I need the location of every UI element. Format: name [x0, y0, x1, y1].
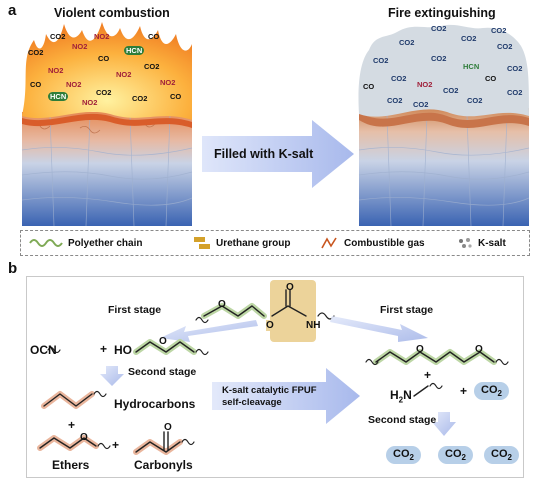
gas-label: NO2 — [66, 80, 82, 89]
gas-label: CO2 — [387, 96, 403, 105]
co2-product: CO2 — [484, 446, 519, 465]
gas-label: CO — [485, 74, 497, 83]
panel-b-frame — [26, 276, 524, 478]
gas-label: CO2 — [431, 24, 447, 33]
gas-label: CO2 — [497, 42, 513, 51]
co2-product: CO2 — [474, 382, 509, 401]
legend-label: Urethane group — [216, 237, 291, 249]
gas-label: NO2 — [160, 78, 176, 87]
gas-label: CO2 — [443, 86, 459, 95]
gas-label: CO2 — [373, 56, 389, 65]
left-gas-cloud: CO2 NO2 HCN CO NO2 CO2 NO2 CO NO2 HCN CO… — [20, 24, 195, 107]
right-second-stage: Second stage — [368, 414, 437, 426]
urethane-nh: NH — [306, 320, 321, 331]
plus-sign: + — [100, 342, 108, 356]
urethane-block-icon — [194, 237, 210, 249]
left-first-stage: First stage — [108, 304, 162, 316]
filled-with-ksalt-arrow — [202, 120, 354, 188]
ether-oxygen-left: O — [159, 336, 167, 347]
gas-label: NO2 — [116, 70, 132, 79]
gas-label: CO — [170, 92, 182, 101]
gas-label: HCN — [48, 92, 69, 101]
center-arrow-text: K-salt catalytic FPUF self-cleavage — [222, 385, 317, 408]
left-second-stage: Second stage — [128, 366, 197, 378]
legend-item-combustible-gas: Combustible gas — [321, 231, 425, 255]
ethers-oxygen: O — [80, 432, 88, 443]
urethane-ester-oxygen: O — [266, 320, 274, 331]
gas-label: CO2 — [461, 34, 477, 43]
gas-label: CO2 — [507, 88, 523, 97]
violent-combustion-illustration — [21, 22, 193, 227]
gas-label: CO — [98, 54, 110, 63]
gas-label: CO2 — [467, 96, 483, 105]
ether-oxygen-right-2: O — [475, 344, 483, 355]
gas-label: NO2 — [417, 80, 433, 89]
panel-a-label: a — [8, 2, 17, 19]
gas-label: NO2 — [82, 98, 98, 107]
gas-label: HCN — [124, 46, 145, 55]
gas-label: NO2 — [72, 42, 88, 51]
plus-sign: + — [68, 418, 76, 432]
violent-combustion-title: Violent combustion — [54, 6, 170, 20]
urethane-carbonyl-oxygen: O — [286, 282, 294, 293]
legend: Polyether chain Urethane group Combustib… — [20, 230, 530, 256]
legend-label: K-salt — [478, 237, 506, 249]
hydrocarbons-label: Hydrocarbons — [114, 397, 196, 411]
legend-item-urethane: Urethane group — [193, 231, 290, 255]
gas-label: NO2 — [94, 32, 110, 41]
gas-label: CO2 — [28, 48, 44, 57]
gas-label: CO2 — [399, 38, 415, 47]
gas-label: CO2 — [50, 32, 66, 41]
ocn-label: OCN — [30, 343, 57, 357]
legend-label: Combustible gas — [344, 237, 425, 249]
fire-extinguishing-title: Fire extinguishing — [388, 6, 496, 20]
panel-b-label: b — [8, 260, 18, 277]
k-salt-dots-icon — [459, 238, 472, 248]
gas-label: CO2 — [507, 64, 523, 73]
combustible-gas-icon — [321, 237, 337, 249]
co2-product: CO2 — [386, 446, 421, 465]
gas-label: CO2 — [491, 26, 507, 35]
amine-label: H2N — [390, 388, 412, 405]
right-gas-cloud: CO2 CO2 CO2 CO2 CO2 CO CO2 NO2 HCN CO2 C… — [357, 24, 532, 109]
gas-label: CO2 — [96, 88, 112, 97]
ether-oxygen-right: O — [416, 344, 424, 355]
legend-item-polyether: Polyether chain — [29, 231, 142, 255]
ethers-label: Ethers — [52, 458, 90, 472]
ho-label: HO — [114, 343, 132, 357]
gas-label: CO2 — [391, 74, 407, 83]
gas-label: HCN — [463, 62, 480, 71]
co2-product: CO2 — [438, 446, 473, 465]
ether-oxygen-top: O — [218, 299, 226, 310]
plus-sign: + — [460, 384, 468, 398]
legend-item-ksalt: K-salt — [457, 231, 506, 255]
gas-label: CO2 — [431, 54, 447, 63]
carbonyls-oxygen: O — [164, 422, 172, 433]
gas-label: CO — [30, 80, 42, 89]
plus-sign: + — [112, 438, 120, 452]
gas-label: CO2 — [144, 62, 160, 71]
carbonyls-label: Carbonyls — [134, 458, 193, 472]
gas-label: CO — [148, 32, 160, 41]
gas-label: CO2 — [132, 94, 148, 103]
gas-label: NO2 — [48, 66, 64, 75]
right-first-stage: First stage — [380, 304, 434, 316]
gas-label: CO2 — [413, 100, 429, 109]
fire-extinguishing-illustration — [358, 24, 530, 227]
plus-sign: + — [424, 368, 432, 382]
legend-label: Polyether chain — [68, 237, 143, 249]
arrow-a-text: Filled with K-salt — [214, 147, 314, 161]
wavy-chain-icon — [29, 239, 63, 247]
mechanism-drawing — [37, 280, 509, 455]
gas-label: CO — [363, 82, 375, 91]
